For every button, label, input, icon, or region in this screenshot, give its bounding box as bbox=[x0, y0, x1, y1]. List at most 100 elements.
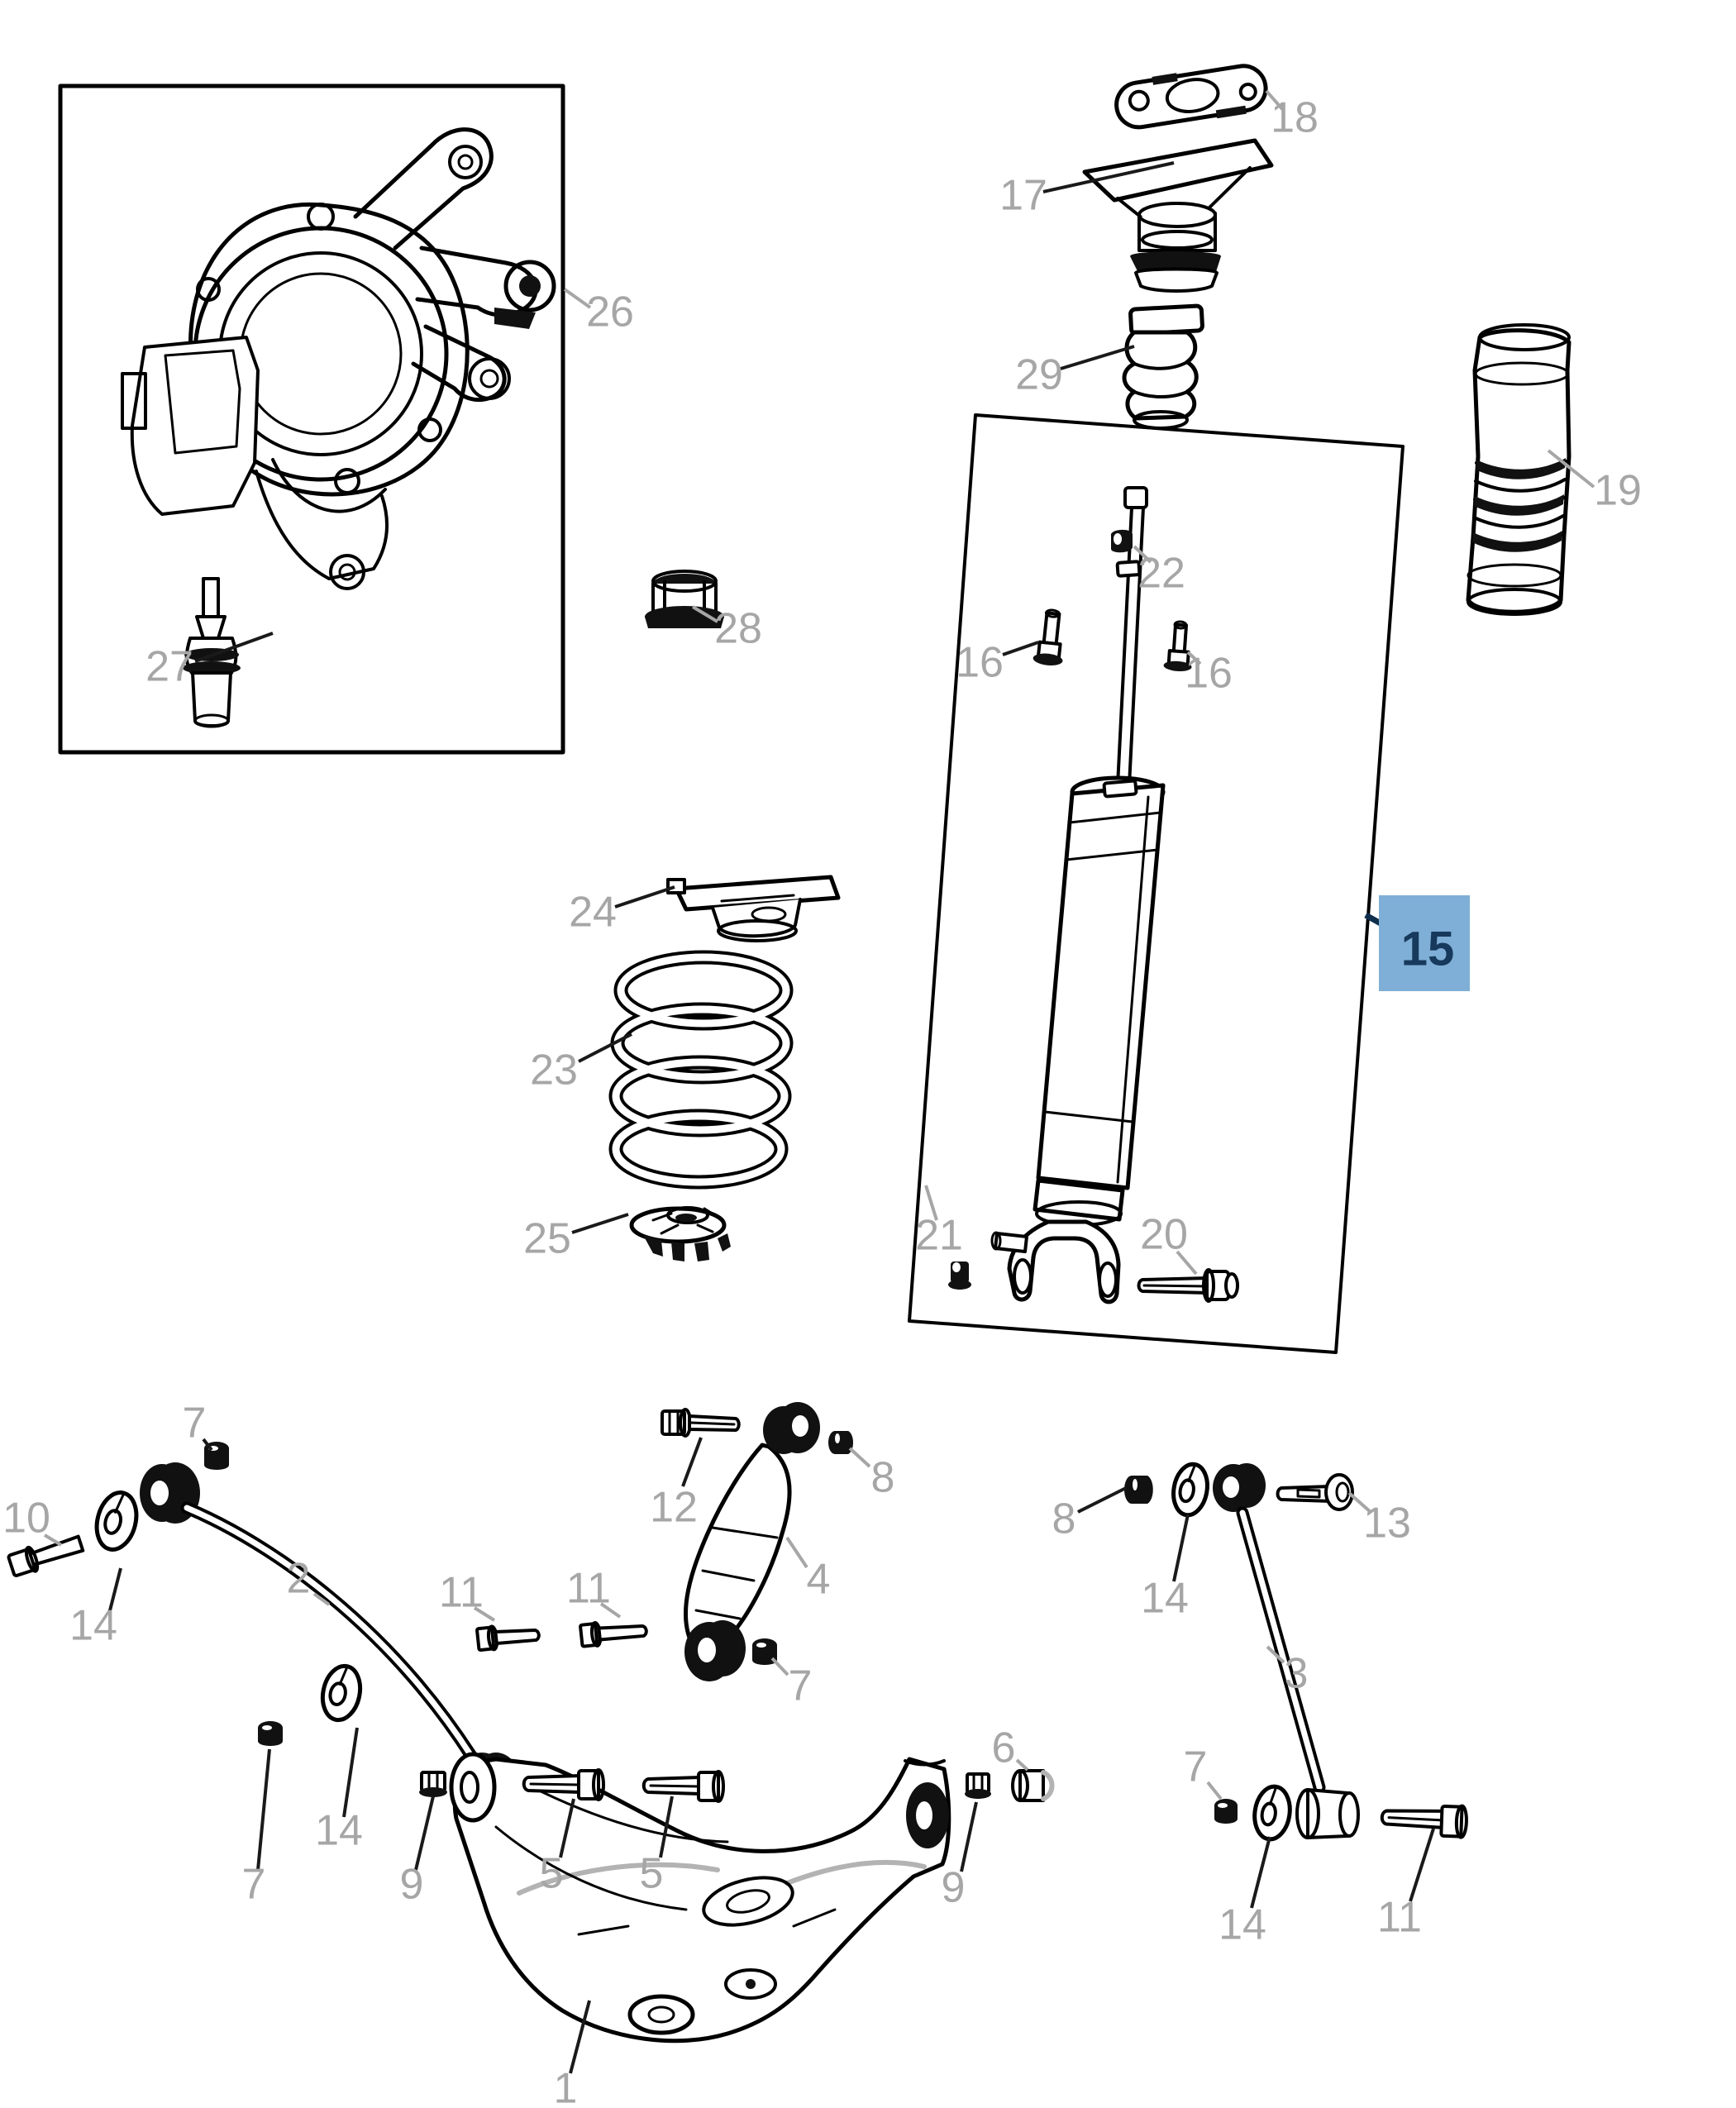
callout-number[interactable]: 18 bbox=[1271, 94, 1319, 142]
callout-14-37[interactable]: 14 bbox=[1219, 1836, 1271, 1949]
callout-19-6[interactable]: 19 bbox=[1547, 449, 1642, 515]
callout-28-2[interactable]: 28 bbox=[691, 605, 762, 653]
jounce-bumper-29[interactable] bbox=[1122, 303, 1204, 430]
nut-22[interactable] bbox=[1110, 529, 1133, 553]
washer-14-upper-right[interactable] bbox=[1170, 1462, 1211, 1518]
callout-number[interactable]: 10 bbox=[2, 1495, 50, 1543]
callout-16-9[interactable]: 16 bbox=[1185, 650, 1233, 698]
callout-number[interactable]: 11 bbox=[1377, 1894, 1422, 1942]
callout-number[interactable]: 11 bbox=[566, 1565, 611, 1613]
shock-upper-mount-17[interactable] bbox=[1082, 138, 1274, 293]
callout-number[interactable]: 3 bbox=[1285, 1650, 1309, 1698]
callout-number[interactable]: 25 bbox=[523, 1215, 571, 1263]
callout-number[interactable]: 29 bbox=[1015, 351, 1063, 399]
callout-11-23[interactable]: 11 bbox=[566, 1565, 622, 1619]
callout-9-30[interactable]: 9 bbox=[400, 1796, 435, 1909]
bolt-10[interactable] bbox=[7, 1532, 85, 1578]
callout-number[interactable]: 7 bbox=[242, 1861, 266, 1909]
callout-number[interactable]: 20 bbox=[1140, 1211, 1188, 1259]
spring-isolator-25[interactable] bbox=[629, 1206, 731, 1261]
callout-number[interactable]: 4 bbox=[807, 1556, 831, 1604]
callout-number[interactable]: 8 bbox=[871, 1454, 895, 1502]
callout-1-33[interactable]: 1 bbox=[554, 2000, 591, 2108]
highlight-15[interactable]: 15 bbox=[1364, 895, 1470, 991]
callout-3-28[interactable]: 3 bbox=[1266, 1645, 1309, 1698]
callout-number[interactable]: 23 bbox=[530, 1047, 578, 1095]
callout-12-19[interactable]: 12 bbox=[650, 1437, 703, 1532]
callout-number[interactable]: 14 bbox=[1219, 1901, 1266, 1949]
callout-16-8[interactable]: 16 bbox=[956, 639, 1039, 687]
dust-boot-19[interactable] bbox=[1466, 323, 1571, 616]
callout-number[interactable]: 16 bbox=[1185, 650, 1233, 698]
callout-22-7[interactable]: 22 bbox=[1133, 545, 1185, 598]
flange-nut-28[interactable] bbox=[645, 570, 724, 628]
callout-26-0[interactable]: 26 bbox=[563, 288, 634, 336]
callout-17-4[interactable]: 17 bbox=[999, 161, 1175, 220]
callout-number[interactable]: 26 bbox=[586, 289, 634, 336]
callout-5-32[interactable]: 5 bbox=[640, 1796, 674, 1898]
callout-7-36[interactable]: 7 bbox=[1184, 1743, 1223, 1800]
callout-number[interactable]: 14 bbox=[69, 1602, 117, 1650]
callout-number[interactable]: 21 bbox=[915, 1212, 963, 1260]
callout-number[interactable]: 19 bbox=[1594, 467, 1642, 515]
callout-number[interactable]: 16 bbox=[956, 639, 1004, 687]
lower-control-arm-1[interactable] bbox=[449, 1752, 951, 2044]
spring-seat-24[interactable] bbox=[666, 875, 841, 942]
callout-number[interactable]: 22 bbox=[1137, 550, 1185, 598]
callout-number[interactable]: 8 bbox=[1052, 1495, 1076, 1543]
callout-number[interactable]: 12 bbox=[650, 1484, 698, 1532]
callout-number[interactable]: 27 bbox=[145, 643, 193, 691]
callout-23-13[interactable]: 23 bbox=[530, 1033, 632, 1095]
callout-25-14[interactable]: 25 bbox=[523, 1213, 629, 1263]
callout-11-22[interactable]: 11 bbox=[439, 1569, 496, 1622]
sleeve-6[interactable] bbox=[1011, 1769, 1055, 1802]
coil-spring-23[interactable] bbox=[608, 950, 794, 1190]
callout-number[interactable]: 7 bbox=[789, 1662, 813, 1710]
callout-number[interactable]: 28 bbox=[714, 605, 762, 653]
callout-8-25[interactable]: 8 bbox=[1052, 1486, 1127, 1543]
bolt-5-a[interactable] bbox=[522, 1768, 605, 1801]
callout-20-11[interactable]: 20 bbox=[1140, 1211, 1198, 1276]
bolt-20[interactable] bbox=[1137, 1268, 1239, 1303]
callout-7-24[interactable]: 7 bbox=[770, 1657, 813, 1710]
callout-5-31[interactable]: 5 bbox=[540, 1798, 575, 1898]
callout-number[interactable]: 14 bbox=[315, 1807, 363, 1855]
callout-number[interactable]: 9 bbox=[942, 1864, 966, 1912]
callout-number[interactable]: 6 bbox=[992, 1724, 1016, 1772]
control-arm-3[interactable] bbox=[1213, 1463, 1360, 1839]
callout-number[interactable]: 24 bbox=[569, 889, 617, 937]
shock-mount-plate-18[interactable] bbox=[1113, 60, 1269, 134]
washer-14-mid[interactable] bbox=[318, 1662, 365, 1724]
knuckle[interactable] bbox=[121, 127, 556, 590]
nut-7-mid[interactable] bbox=[752, 1638, 777, 1665]
callout-number[interactable]: 7 bbox=[1184, 1743, 1208, 1791]
callout-14-17[interactable]: 14 bbox=[69, 1567, 122, 1650]
callout-18-3[interactable]: 18 bbox=[1265, 89, 1319, 142]
callout-number[interactable]: 5 bbox=[640, 1850, 664, 1898]
callout-number[interactable]: 13 bbox=[1363, 1500, 1411, 1548]
callout-6-34[interactable]: 6 bbox=[992, 1724, 1029, 1772]
bolt-5-b[interactable] bbox=[641, 1770, 725, 1803]
callout-number[interactable]: 2 bbox=[287, 1555, 311, 1603]
shock-absorber-15[interactable] bbox=[990, 486, 1166, 1304]
callout-number[interactable]: 1 bbox=[554, 2065, 578, 2108]
callout-8-20[interactable]: 8 bbox=[848, 1447, 895, 1502]
bolt-16-left[interactable] bbox=[1033, 608, 1068, 666]
callout-14-26[interactable]: 14 bbox=[1141, 1514, 1190, 1623]
callout-7-15[interactable]: 7 bbox=[183, 1400, 213, 1452]
callout-27-1[interactable]: 27 bbox=[145, 632, 274, 691]
washer-14-left[interactable] bbox=[91, 1488, 142, 1553]
bolt-11-right[interactable] bbox=[1380, 1803, 1468, 1839]
callout-number[interactable]: 17 bbox=[999, 172, 1047, 220]
callout-14-29[interactable]: 14 bbox=[315, 1727, 363, 1855]
nut-21[interactable] bbox=[948, 1261, 971, 1290]
nut-9-right[interactable] bbox=[965, 1772, 991, 1799]
callout-11-38[interactable]: 11 bbox=[1377, 1828, 1435, 1942]
callout-number[interactable]: 7 bbox=[183, 1400, 207, 1447]
callout-number[interactable]: 11 bbox=[439, 1569, 484, 1617]
nut-9-left[interactable] bbox=[419, 1771, 447, 1797]
bolt-11-left-b[interactable] bbox=[579, 1618, 648, 1648]
callout-21-10[interactable]: 21 bbox=[915, 1185, 963, 1260]
callout-9-35[interactable]: 9 bbox=[942, 1801, 978, 1912]
control-arm-4[interactable] bbox=[684, 1402, 820, 1681]
